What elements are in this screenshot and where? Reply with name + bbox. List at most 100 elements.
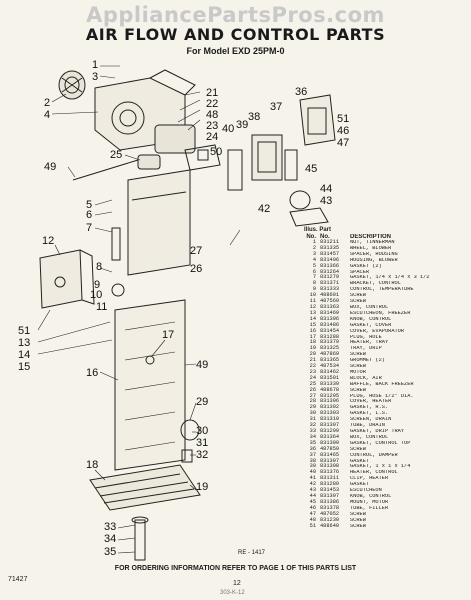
callout-39: 39 (236, 119, 248, 131)
damper-control-drawing (227, 94, 336, 227)
part-description: GASKET, COVER (350, 322, 392, 328)
part-number: 831335 (320, 244, 340, 251)
part-illus-number: 34 (309, 433, 316, 440)
part-description: ESCUTCHEON, FREEZER (350, 310, 411, 316)
part-illus-number: 9 (312, 286, 316, 293)
parts-header-no2: No. (320, 233, 330, 240)
callout-33: 33 (104, 521, 116, 533)
part-description: SPACER, HOUSING (350, 251, 398, 257)
callout-16: 16 (86, 367, 98, 379)
motor-drawing (154, 124, 221, 171)
part-number: 831365 (320, 357, 340, 364)
callout-13: 13 (18, 337, 30, 349)
part-illus-number: 14 (309, 315, 316, 322)
part-number: 831299 (320, 428, 340, 434)
part-number: 831307 (320, 457, 340, 464)
callout-45: 46 (337, 125, 349, 137)
part-illus-number: 29 (309, 404, 316, 411)
part-number: 831371 (320, 280, 340, 287)
part-illus-number: 48 (309, 516, 316, 523)
callout-17: 17 (162, 329, 174, 341)
part-illus-number: 26 (309, 386, 316, 393)
footer-page-number: 12 (233, 580, 241, 587)
part-illus-number: 42 (309, 481, 316, 488)
part-number: 831462 (320, 368, 340, 375)
knob-drawing (111, 227, 125, 297)
callout-43: 44 (320, 183, 332, 195)
part-description: COVER, EVAPORATOR (350, 328, 405, 334)
part-description: GASKET (2) (350, 263, 382, 269)
callout-41: 42 (258, 203, 270, 215)
part-description: BLOCK, AIR (350, 375, 382, 381)
part-illus-number: 33 (309, 428, 316, 434)
callout-26: 26 (190, 263, 202, 275)
part-number: 831310 (320, 416, 340, 423)
drain-tube-drawing (131, 516, 149, 561)
part-illus-number: 28 (309, 398, 316, 405)
part-number: 831339 (320, 380, 340, 387)
callout-50: 50 (210, 146, 222, 158)
callout-49: 49 (196, 359, 208, 371)
part-description: KNOB, CONTROL (350, 493, 392, 499)
part-number: 487534 (320, 363, 340, 370)
callout-6: 6 (86, 209, 92, 221)
blower-wheel-drawing (58, 70, 86, 100)
part-description: MOUNT, MOTOR (350, 499, 389, 505)
part-number: 831333 (320, 286, 340, 293)
callout-12: 12 (42, 235, 54, 247)
part-description: TUBE, DRAIN (350, 423, 385, 429)
part-illus-number: 16 (309, 327, 316, 334)
callout-27: 27 (190, 245, 202, 257)
drip-tray-drawing (89, 464, 201, 511)
part-illus-number: 20 (309, 351, 316, 358)
part-description: SCREW (350, 364, 366, 370)
callout-42: 43 (320, 195, 332, 207)
figure-code: RE - 1417 (238, 550, 266, 556)
callout-2: 2 (44, 97, 50, 109)
part-number: 831295 (320, 392, 340, 399)
part-illus-number: 8 (312, 280, 316, 287)
watermark: AppliancePartsPros.com (86, 3, 385, 27)
part-illus-number: 12 (309, 303, 316, 310)
callout-40: 40 (222, 123, 234, 135)
part-illus-number: 51 (309, 522, 316, 529)
callout-51: 51 (18, 325, 30, 337)
callout-25: 25 (110, 149, 122, 161)
part-number: 831486 (320, 321, 340, 328)
part-description: NUT, TINNERMAN (350, 240, 395, 245)
footer-handwritten-code: 303-K-12 (220, 590, 245, 596)
part-illus-number: 36 (309, 445, 316, 452)
parts-list-header: Illus. Part No. No. DESCRIPTION (304, 227, 469, 240)
capillary-tube-drawing (72, 154, 161, 181)
part-illus-number: 46 (309, 504, 316, 511)
part-description: GASKET, L.S. (350, 411, 389, 417)
callout-22: 22 (206, 98, 218, 110)
part-number: 831406 (320, 256, 340, 263)
parts-header-no: No. (306, 233, 316, 240)
callout-15: 15 (18, 361, 30, 373)
part-description: BAFFLE, BACK FREEZER (350, 381, 414, 387)
part-number: 831311 (320, 475, 340, 482)
callout-19: 19 (196, 481, 208, 493)
part-number: 831366 (320, 262, 340, 269)
